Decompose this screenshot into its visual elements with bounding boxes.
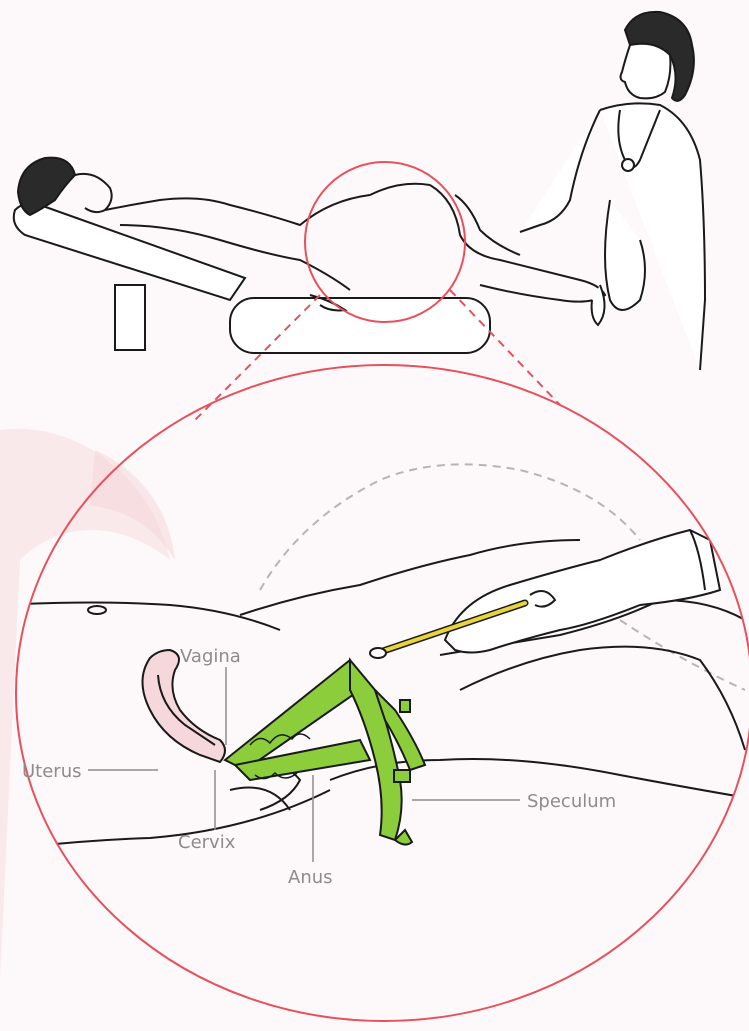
patient-hair <box>18 158 75 215</box>
label-uterus: Uterus <box>22 761 82 782</box>
doctor <box>520 12 705 370</box>
stethoscope-icon <box>622 159 634 171</box>
exam-table <box>14 203 490 353</box>
zoom-circle-large <box>16 365 749 1021</box>
label-cervix: Cervix <box>178 832 236 853</box>
label-anus: Anus <box>288 867 333 888</box>
label-speculum: Speculum <box>527 791 616 812</box>
label-vagina: Vagina <box>180 646 241 667</box>
speculum <box>225 660 425 845</box>
